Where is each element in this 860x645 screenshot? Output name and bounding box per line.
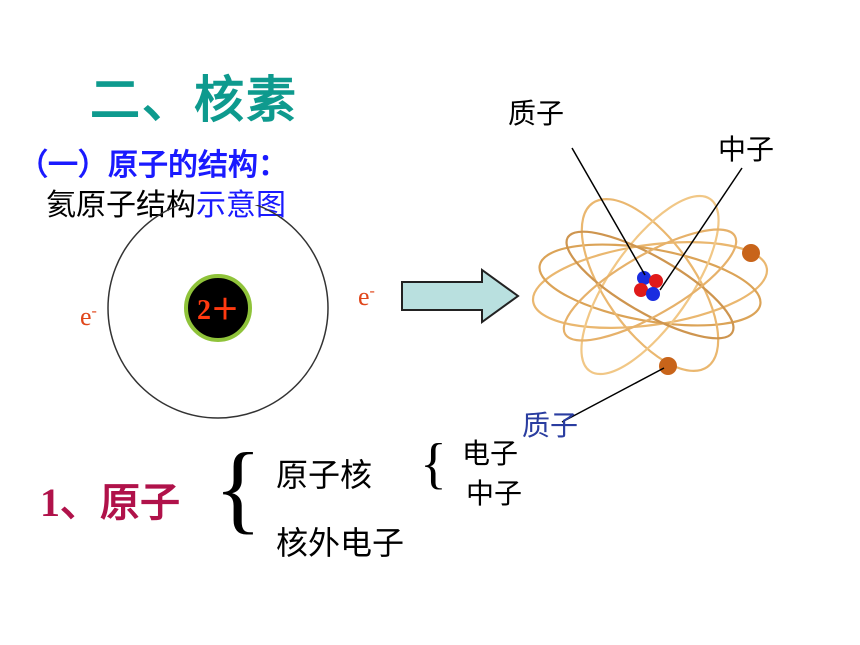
right-arrow-icon [401,268,520,324]
brace-large: { [214,432,262,543]
brace-small: { [420,433,447,495]
nucleus-charge: 2＋ [197,295,239,326]
caption-black: 氦原子结构 [46,188,196,223]
nucleus-cluster [634,271,663,301]
caption-blue: 示意图 [196,188,286,223]
outer-electrons-item: 核外电子 [276,524,405,562]
nucleus [184,274,252,342]
section-heading: （一）原子的结构： [18,148,288,183]
atom-label: 1、原子 [40,480,180,525]
nucleus-part-2: 中子 [466,477,523,510]
nucleus-item: 原子核 [276,456,373,494]
label-neutron: 中子 [718,133,775,166]
helium-diagram: 2＋ [107,205,329,419]
electron-ball-bottom [659,357,677,375]
electron-orbit [107,205,329,419]
label-proton-bottom: 质子 [522,409,579,442]
label-proton-top: 质子 [508,97,565,130]
nucleus-part-1: 电子 [462,437,519,470]
electron-right: e- [358,282,375,311]
diagram-caption: 氦原子结构示意图 [46,180,286,224]
electron-left: e- [80,302,97,331]
slide-title: 二、核素 [90,71,298,129]
electron-ball-top [742,244,760,262]
